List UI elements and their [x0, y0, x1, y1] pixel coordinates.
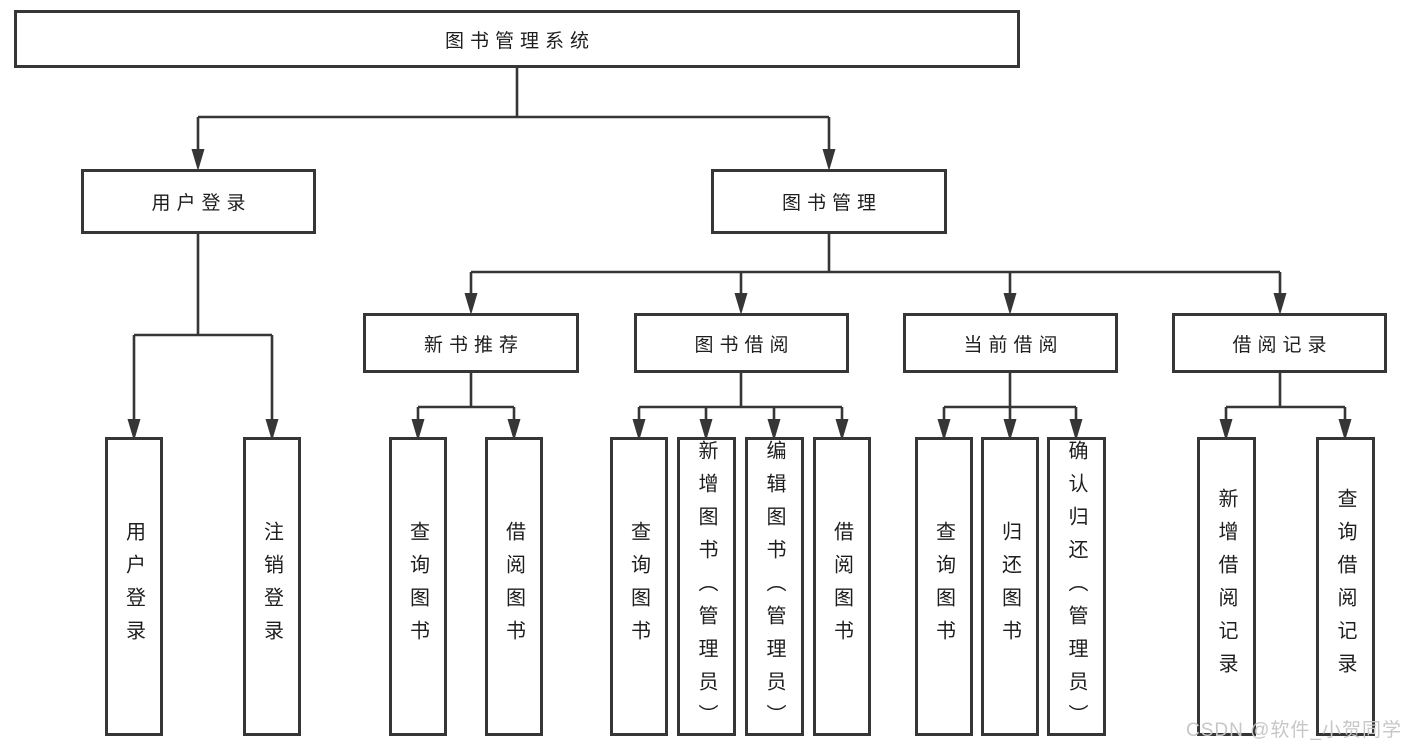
- node-leaf-logout: 注销登录: [243, 437, 301, 736]
- arrowhead-icon: [1069, 419, 1083, 441]
- node-leaf-borrow-book-2: 借阅图书: [813, 437, 871, 736]
- node-cur-borrow: 当前借阅: [903, 313, 1118, 373]
- arrowhead-icon: [734, 293, 748, 315]
- node-leaf-return-book: 归还图书: [981, 437, 1039, 736]
- arrowhead-icon: [822, 149, 836, 171]
- arrowhead-icon: [1273, 293, 1287, 315]
- watermark-text: CSDN @软件_小贺同学: [1186, 720, 1402, 741]
- node-user-login: 用户登录: [81, 169, 316, 234]
- node-leaf-add-borrow-rec: 新增借阅记录: [1197, 437, 1256, 736]
- arrowhead-icon: [411, 419, 425, 441]
- arrowhead-icon: [1219, 419, 1233, 441]
- node-leaf-add-book: 新增图书（管理员）: [677, 437, 736, 737]
- arrowhead-icon: [507, 419, 521, 441]
- node-leaf-user-login: 用户登录: [105, 437, 163, 736]
- arrowhead-icon: [1338, 419, 1352, 441]
- arrowhead-icon: [265, 419, 279, 441]
- node-borrow-rec: 借阅记录: [1172, 313, 1387, 373]
- node-leaf-query-book-2: 查询图书: [610, 437, 668, 736]
- arrowhead-icon: [464, 293, 478, 315]
- arrowhead-icon: [127, 419, 141, 441]
- node-leaf-query-book-1: 查询图书: [389, 437, 447, 736]
- arrowhead-icon: [191, 149, 205, 171]
- arrowhead-icon: [767, 419, 781, 441]
- arrowhead-icon: [699, 419, 713, 441]
- arrowhead-icon: [1003, 293, 1017, 315]
- node-leaf-edit-book: 编辑图书（管理员）: [745, 437, 804, 737]
- node-book-borrow: 图书借阅: [634, 313, 849, 373]
- node-leaf-query-book-3: 查询图书: [915, 437, 973, 736]
- node-root: 图书管理系统: [14, 10, 1020, 68]
- node-leaf-borrow-book-1: 借阅图书: [485, 437, 543, 736]
- arrowhead-icon: [1003, 419, 1017, 441]
- node-book-mgmt: 图书管理: [711, 169, 947, 234]
- node-leaf-query-borrow-rec: 查询借阅记录: [1316, 437, 1375, 736]
- node-new-book: 新书推荐: [363, 313, 579, 373]
- node-leaf-confirm-return: 确认归还（管理员）: [1047, 437, 1106, 737]
- arrowhead-icon: [835, 419, 849, 441]
- arrowhead-icon: [937, 419, 951, 441]
- arrowhead-icon: [632, 419, 646, 441]
